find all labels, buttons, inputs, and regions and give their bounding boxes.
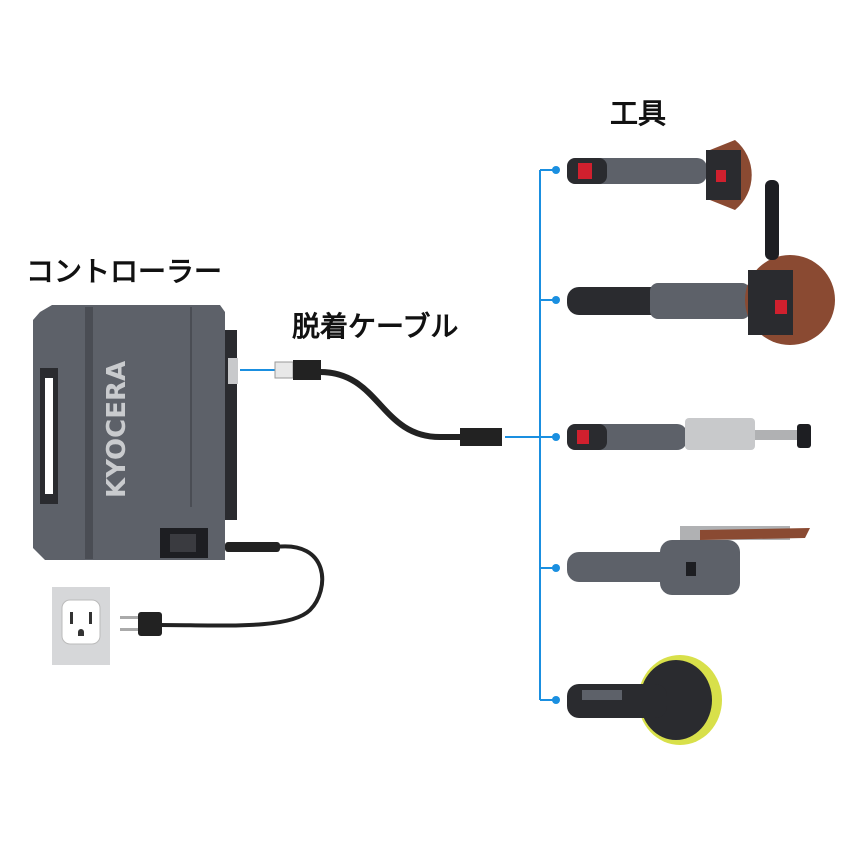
- detachable-cable: [274, 360, 502, 446]
- plug-icon: [138, 612, 162, 636]
- tool-angle-grinder-large: [567, 180, 835, 345]
- controller-unit: KYOCERA: [33, 305, 280, 560]
- controller-port: [228, 358, 238, 384]
- power-cord: [159, 544, 325, 628]
- connection-dots: [552, 166, 560, 704]
- controller-label: コントローラー: [26, 255, 223, 288]
- tool-die-grinder: [567, 418, 811, 450]
- cable-label: 脱着ケーブル: [292, 310, 459, 343]
- wall-outlet-icon: [52, 587, 110, 665]
- tools-label: 工具: [610, 97, 667, 130]
- svg-text:KYOCERA: KYOCERA: [102, 361, 132, 498]
- tool-random-orbit-sander: [567, 655, 722, 745]
- kyocera-logo: KYOCERA: [102, 361, 132, 498]
- tool-angle-grinder-small: [567, 140, 752, 210]
- tool-belt-sander: [567, 526, 810, 595]
